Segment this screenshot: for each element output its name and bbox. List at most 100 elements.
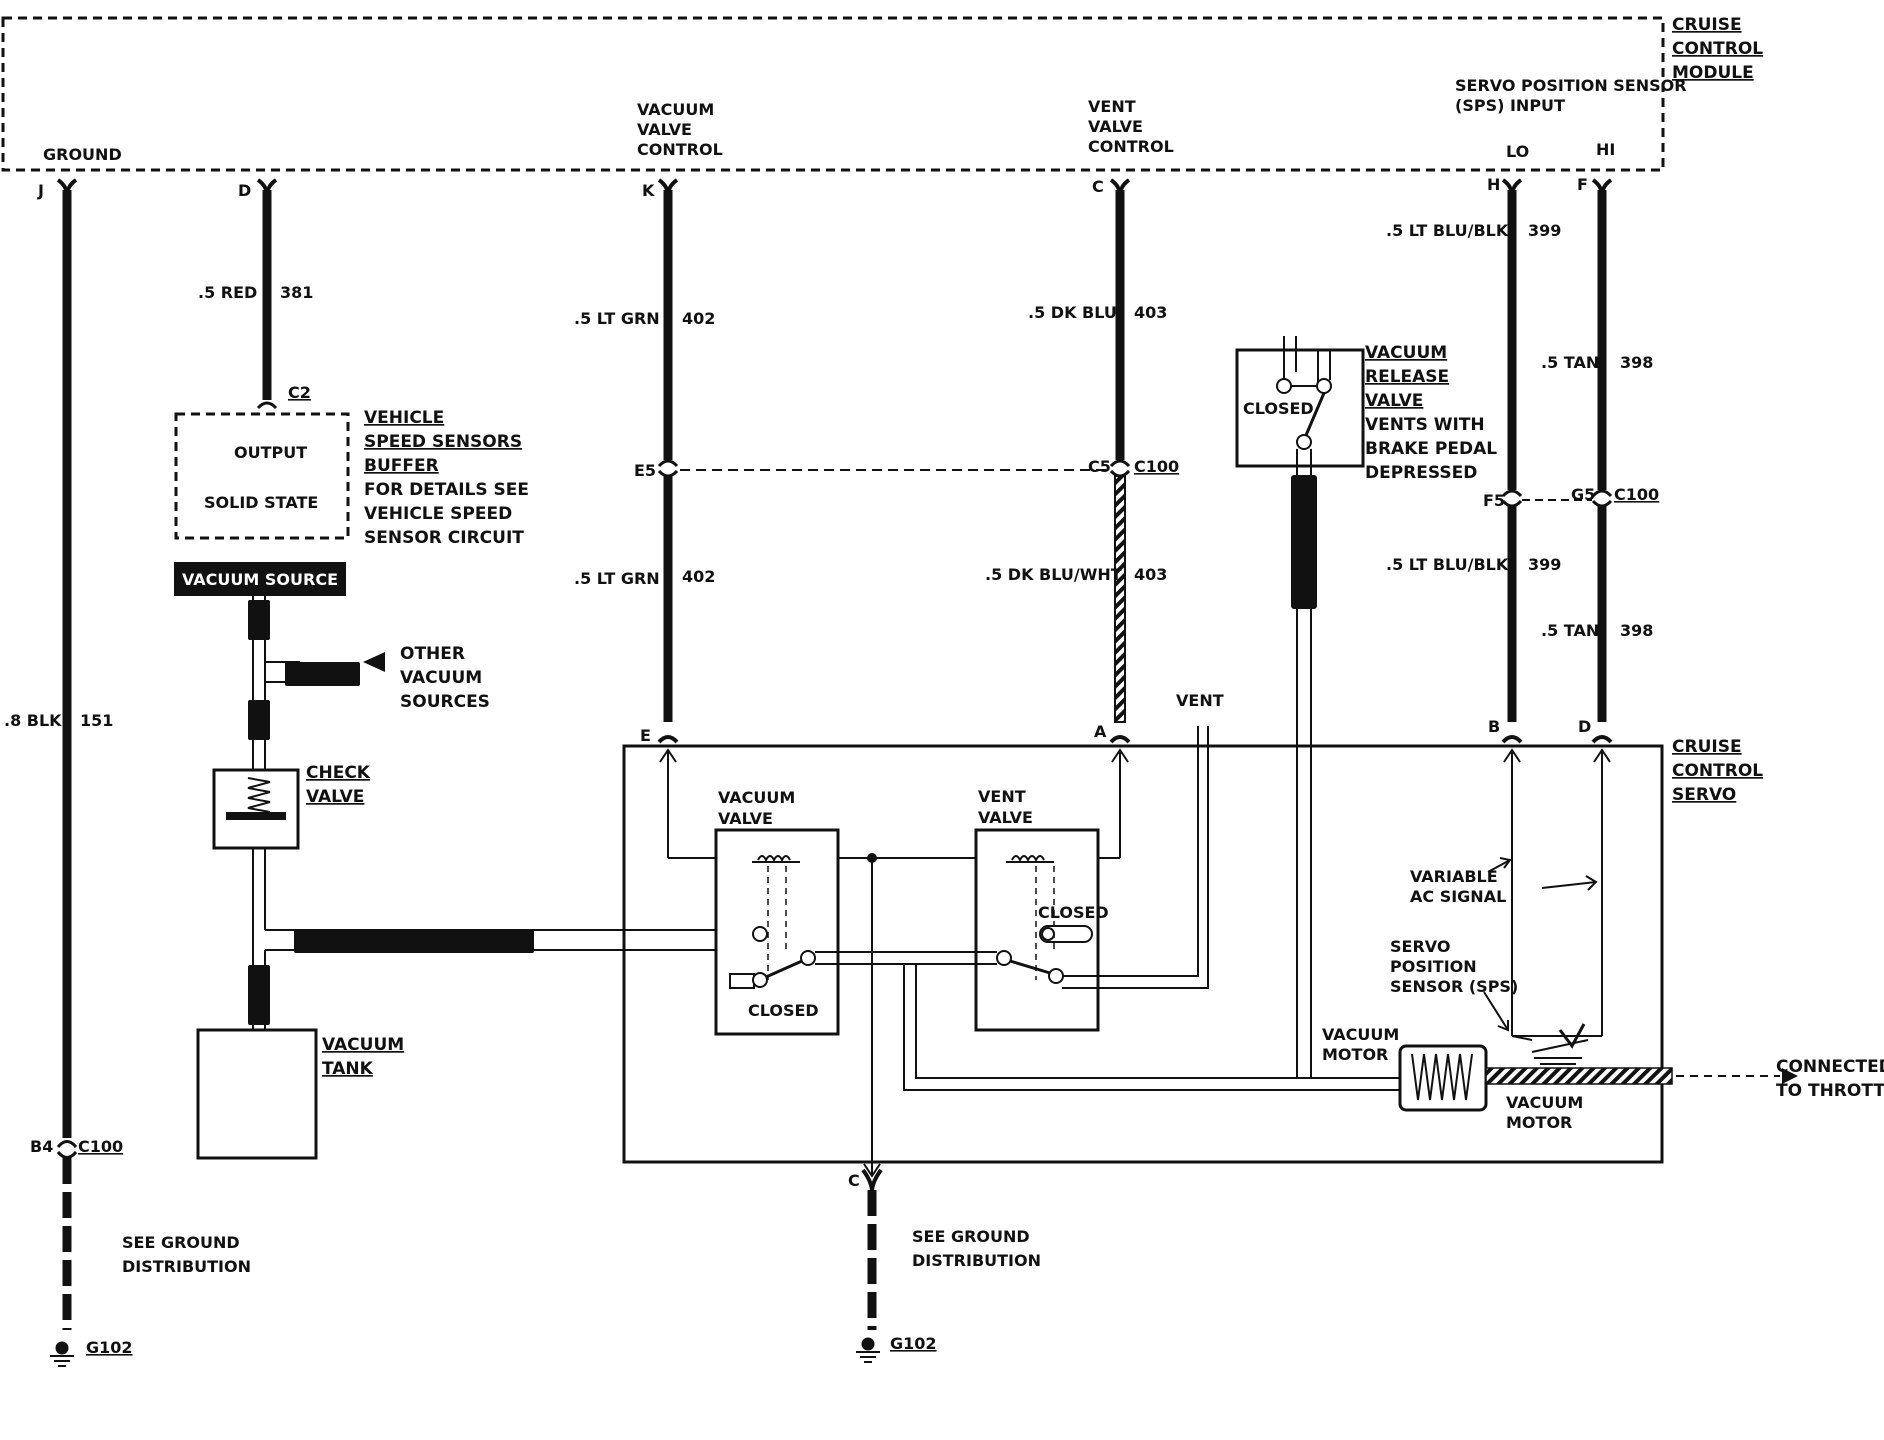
vacuum-valve-control-label-2: VALVE	[637, 120, 692, 139]
module-title-2: CONTROL	[1672, 39, 1763, 59]
pin-c-letter: C	[1092, 177, 1104, 196]
pin-a-letter: A	[1094, 722, 1107, 741]
pin-e-connector	[657, 735, 679, 744]
vacuum-source-box: VACUUM SOURCE	[174, 562, 346, 596]
vac-wire-color-lower: .5 LT GRN	[574, 569, 660, 588]
servo-position-sensor	[1511, 1023, 1589, 1065]
ac-signal-pointers	[1483, 857, 1598, 1032]
vacuum-tank	[196, 1028, 318, 1160]
vent-wire-circuit-upper: 403	[1134, 303, 1167, 322]
c5-label: C5	[1088, 457, 1111, 476]
throttle-label-1: CONNECTED	[1776, 1057, 1884, 1077]
vacuum-release-valve	[1235, 336, 1365, 468]
sps-lo-wire	[1501, 190, 1523, 744]
vss-buffer-note-3: SENSOR CIRCUIT	[364, 528, 524, 548]
cruise-control-module: CRUISE CONTROL MODULE GROUND VACUUM VALV…	[1, 15, 1763, 172]
vacuum-source-label: VACUUM SOURCE	[182, 570, 338, 589]
servo-title-3: SERVO	[1672, 785, 1736, 805]
pin-b-connector	[1501, 735, 1523, 744]
hi-wire-color-lower: .5 TAN	[1541, 621, 1599, 640]
servo-vacuum-valve-label-1: VACUUM	[718, 788, 795, 807]
c100-sps-label: C100	[1614, 485, 1659, 504]
pin-h-letter: H	[1487, 175, 1500, 194]
pin-c-servo-letter: C	[848, 1171, 860, 1190]
release-valve-title-3: VALVE	[1365, 391, 1423, 411]
vacuum-motor-upper-1: VACUUM	[1322, 1025, 1399, 1044]
other-sources-label-2: VACUUM	[400, 668, 482, 688]
vss-buffer-note-1: FOR DETAILS SEE	[364, 480, 529, 500]
c2-label: C2	[288, 383, 311, 402]
lo-wire-circuit-upper: 399	[1528, 221, 1561, 240]
g5-label: G5	[1571, 485, 1595, 504]
vacuum-tank-label-2: TANK	[322, 1059, 374, 1079]
ground-junction	[867, 853, 877, 863]
left-ground-symbol	[50, 1341, 74, 1367]
servo-vent-valve-label-1: VENT	[978, 787, 1026, 806]
g5-connector	[1591, 489, 1613, 508]
ground-c100-connector	[56, 1140, 78, 1159]
other-sources-arrow	[363, 652, 385, 672]
servo-hoses	[815, 726, 1400, 1091]
pin-k-letter: K	[642, 181, 655, 200]
vacuum-control-wire	[657, 190, 679, 744]
hi-wire-circuit-lower: 398	[1620, 621, 1653, 640]
throttle-label-2: TO THROTTLE	[1776, 1081, 1884, 1101]
vacuum-motor-lower-2: MOTOR	[1506, 1113, 1572, 1132]
servo-vacuum-valve-state: CLOSED	[748, 1001, 819, 1020]
vss-buffer-title-2: SPEED SENSORS	[364, 432, 522, 452]
release-valve-hose	[1291, 449, 1317, 1078]
release-valve-note-3: DEPRESSED	[1365, 463, 1477, 483]
sps-hi-wire	[1591, 190, 1613, 744]
vent-control-wire	[1109, 190, 1131, 744]
c5-connector	[1109, 459, 1131, 478]
release-valve-note-2: BRAKE PEDAL	[1365, 439, 1497, 459]
vac-wire-circuit-upper: 402	[682, 309, 715, 328]
center-ground-id: G102	[890, 1334, 937, 1353]
vent-valve-control-label-3: CONTROL	[1088, 137, 1174, 156]
center-ground-symbol	[856, 1337, 880, 1363]
vss-buffer-box: OUTPUT SOLID STATE	[174, 412, 350, 540]
module-pins	[56, 178, 1613, 197]
ground-c100-label: C100	[78, 1137, 123, 1156]
vss-buffer-title-3: BUFFER	[364, 456, 439, 476]
servo-vacuum-valve	[714, 828, 840, 1036]
vacuum-hoses	[252, 596, 760, 1030]
lo-wire-circuit-lower: 399	[1528, 555, 1561, 574]
c2-connector	[256, 401, 278, 410]
other-sources-label-3: SOURCES	[400, 692, 490, 712]
vss-buffer-title-1: VEHICLE	[364, 408, 444, 428]
ground-wire-circuit: 151	[80, 711, 113, 730]
servo-title-2: CONTROL	[1672, 761, 1763, 781]
pin-d-servo-connector	[1591, 735, 1613, 744]
e5-connector	[657, 459, 679, 478]
pin-d-letter: D	[238, 181, 251, 200]
ground-b4-label: B4	[30, 1137, 53, 1156]
vss-buffer-output: OUTPUT	[234, 443, 307, 462]
release-valve-title-2: RELEASE	[1365, 367, 1449, 387]
hi-label: HI	[1596, 140, 1615, 159]
servo-vent-valve	[974, 828, 1100, 1032]
servo-vacuum-motor	[1398, 1044, 1798, 1112]
module-outline	[1, 16, 1665, 172]
center-ground-wire	[861, 1168, 883, 1330]
servo-title-1: CRUISE	[1672, 737, 1742, 757]
servo-vent-label: VENT	[1176, 691, 1224, 710]
servo-vent-valve-label-2: VALVE	[978, 808, 1033, 827]
other-sources-label-1: OTHER	[400, 644, 465, 664]
lo-label: LO	[1506, 142, 1529, 161]
pin-j-letter: J	[37, 181, 44, 200]
c100-vent-label: C100	[1134, 457, 1179, 476]
vacuum-valve-control-label-3: CONTROL	[637, 140, 723, 159]
pin-b-letter: B	[1488, 717, 1500, 736]
module-title-3: MODULE	[1672, 63, 1754, 83]
check-valve-label-2: VALVE	[306, 787, 364, 807]
variable-ac-label-2: AC SIGNAL	[1410, 887, 1506, 906]
pin-d-servo-letter: D	[1578, 717, 1591, 736]
left-ground-note-1: SEE GROUND	[122, 1233, 240, 1252]
servo-vent-valve-state: CLOSED	[1038, 903, 1109, 922]
release-valve-note-1: VENTS WITH	[1365, 415, 1485, 435]
vent-valve-control-label-2: VALVE	[1088, 117, 1143, 136]
servo-box	[622, 744, 1664, 1164]
vacuum-valve-control-label-1: VACUUM	[637, 100, 714, 119]
vacuum-tank-label-1: VACUUM	[322, 1035, 404, 1055]
